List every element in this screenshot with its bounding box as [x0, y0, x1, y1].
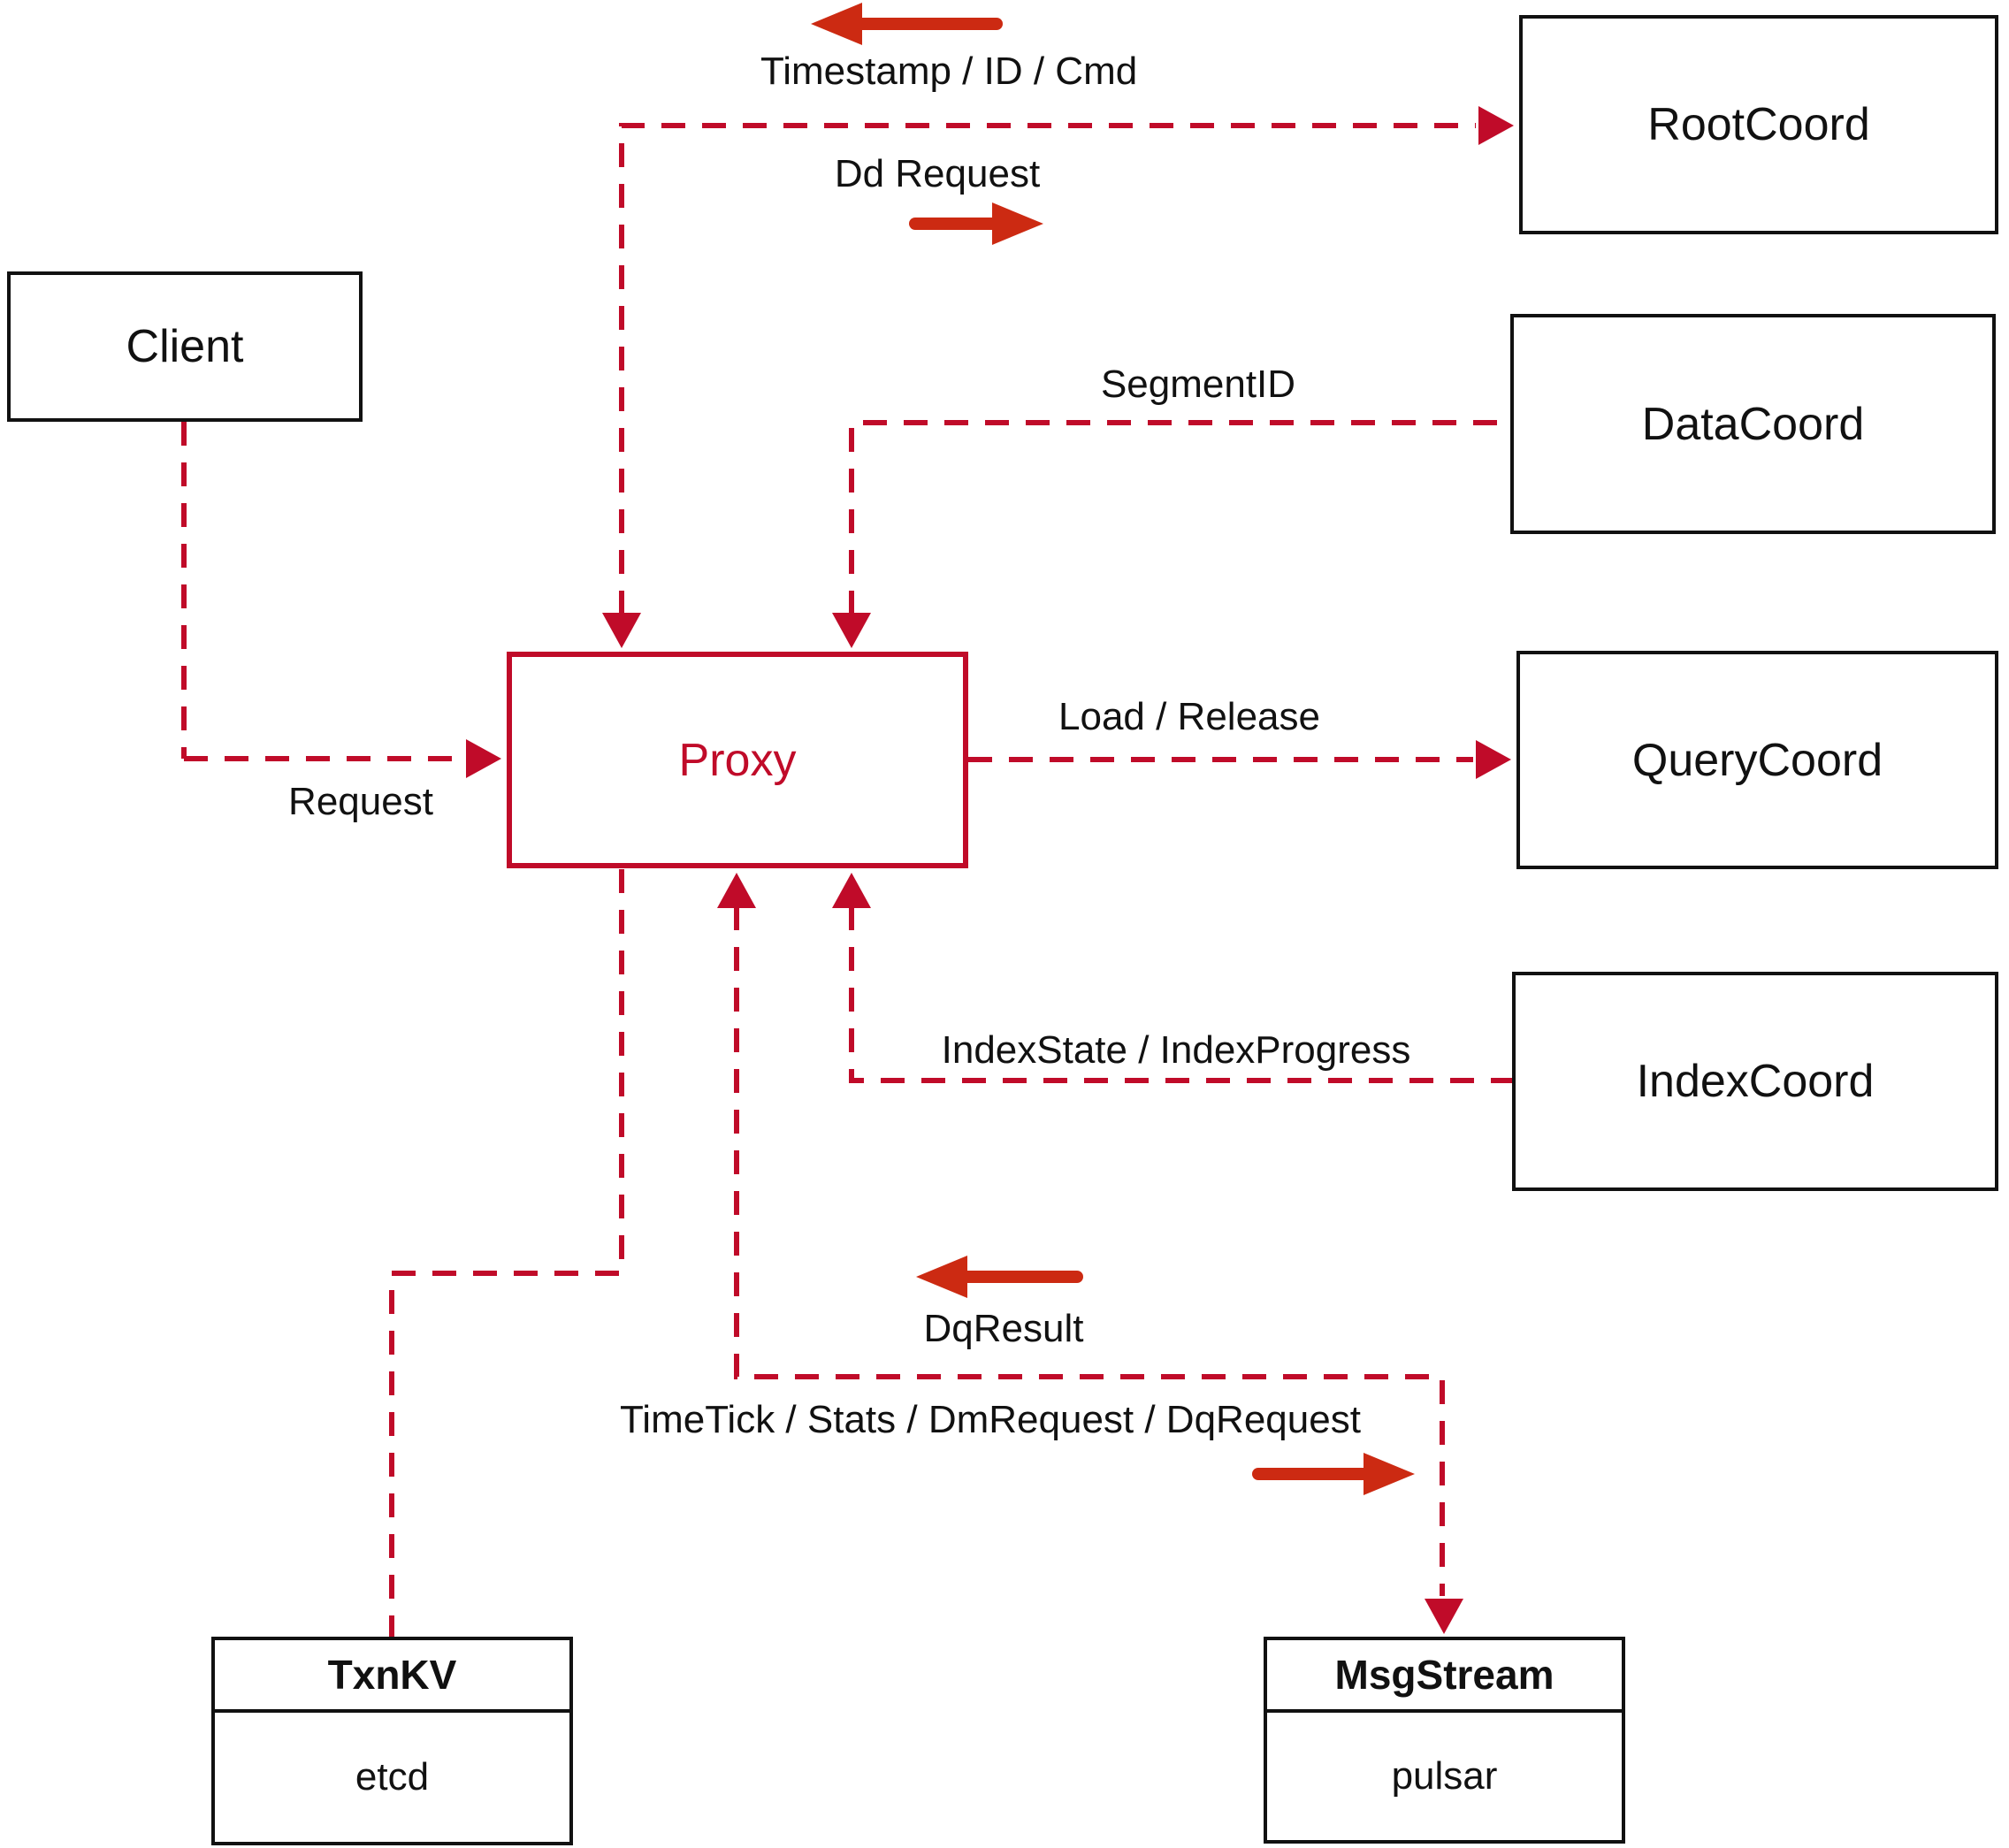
arrowhead-into-querycoord: [1476, 740, 1511, 779]
proxy-node-label: Proxy: [678, 734, 797, 786]
edge-label-load-release: Load / Release: [1058, 695, 1320, 738]
arrowhead-into-rootcoord: [1478, 106, 1514, 145]
arrowhead-into-proxy-top-left: [602, 613, 641, 648]
arrowhead-into-proxy-top-right: [832, 613, 871, 648]
connector-proxy-querycoord: [968, 740, 1511, 779]
connector-datacoord-proxy: [832, 420, 1510, 648]
connector-proxy-msgstream: [717, 873, 1463, 1634]
querycoord-node: QueryCoord: [1516, 651, 1998, 869]
querycoord-node-label: QueryCoord: [1631, 734, 1883, 786]
edge-label-index-state-progress: IndexState / IndexProgress: [941, 1028, 1411, 1072]
edge-label-request: Request: [288, 780, 433, 823]
txnkv-node-title: TxnKV: [215, 1640, 569, 1713]
proxy-node: Proxy: [507, 652, 968, 868]
dq-result-direction-left-arrow-icon: [916, 1256, 1083, 1298]
edge-label-timetick-stats: TimeTick / Stats / DmRequest / DqRequest: [620, 1398, 1361, 1441]
datacoord-node-label: DataCoord: [1641, 398, 1865, 450]
dd-request-direction-right-arrow-icon: [909, 202, 1043, 245]
arrowhead-into-proxy-bottom-right: [832, 873, 871, 908]
msgstream-node-subtitle: pulsar: [1391, 1754, 1498, 1798]
msgstream-node: MsgStream pulsar: [1264, 1637, 1625, 1844]
txnkv-node: TxnKV etcd: [211, 1637, 573, 1845]
datacoord-node: DataCoord: [1510, 314, 1996, 534]
connector-client-proxy: [181, 422, 501, 778]
rootcoord-node: RootCoord: [1519, 15, 1998, 234]
connector-proxy-txnkv: [389, 869, 624, 1637]
connector-indexcoord-proxy: [832, 873, 1512, 1083]
indexcoord-node: IndexCoord: [1512, 972, 1998, 1191]
txnkv-node-subtitle: etcd: [355, 1755, 430, 1798]
edge-label-dq-result: DqResult: [923, 1307, 1084, 1350]
arrowhead-into-proxy-bottom-left: [717, 873, 756, 908]
arrowhead-into-msgstream: [1425, 1599, 1463, 1634]
indexcoord-node-label: IndexCoord: [1636, 1056, 1875, 1107]
arrowhead-into-proxy-left: [466, 739, 501, 778]
edge-label-timestamp-id-cmd: Timestamp / ID / Cmd: [760, 50, 1138, 93]
connector-proxy-rootcoord: [602, 106, 1514, 648]
rootcoord-node-label: RootCoord: [1647, 99, 1870, 150]
edge-label-segment-id: SegmentID: [1100, 363, 1296, 406]
edge-label-dd-request: Dd Request: [834, 152, 1041, 195]
timetick-direction-right-arrow-icon: [1252, 1453, 1415, 1495]
msgstream-node-title: MsgStream: [1267, 1640, 1622, 1713]
client-node-label: Client: [126, 321, 244, 372]
client-node: Client: [7, 271, 363, 422]
timestamp-direction-left-arrow-icon: [811, 3, 1003, 45]
